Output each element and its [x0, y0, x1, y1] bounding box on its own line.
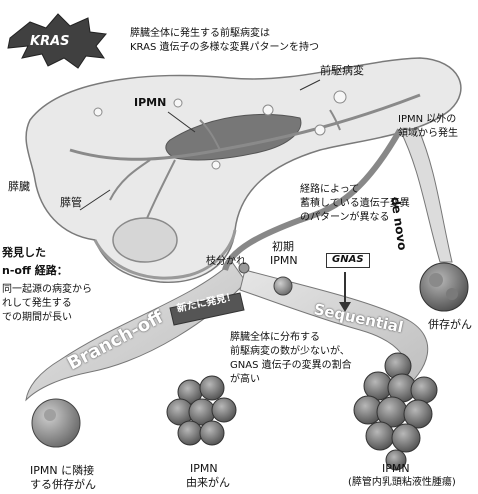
left-partial-line-2: n-off 経路：	[2, 264, 68, 278]
route-text-line-1: 経路によって	[300, 184, 359, 197]
bottom-left-line-1: IPMN に隣接	[30, 464, 94, 478]
bottom-right-line-1: IPMN	[382, 462, 410, 476]
ipmn-tumor-cluster	[354, 353, 437, 470]
adjacent-cancer-cell	[32, 399, 80, 447]
left-partial-line-3: 同一起源の病変から	[2, 284, 92, 297]
early-ipmn-line-1: 初期	[272, 240, 294, 254]
left-partial-line-1: 発見した	[2, 246, 46, 260]
bottom-right-line-2: (膵管内乳頭粘液性腫瘍)	[348, 477, 456, 490]
concomitant-cancer-cell	[420, 263, 468, 311]
early-ipmn-line-2: IPMN	[270, 254, 298, 268]
left-partial-line-4: れして発生する	[2, 298, 72, 311]
ipmn-derived-cancer-cluster	[167, 376, 236, 445]
duct-label: 膵管	[60, 196, 82, 210]
pancreas-label: 膵臓	[8, 180, 30, 194]
concomitant-cancer-label: 併存がん	[428, 318, 472, 332]
bottom-left-line-2: する併存がん	[30, 478, 96, 492]
left-partial-line-5: での期間が長い	[2, 312, 72, 325]
kras-badge: KRAS	[30, 34, 70, 50]
precursor-label: 前駆病変	[320, 64, 364, 78]
ipmn-top-label: IPMN	[134, 96, 166, 110]
center-text-line-2: 前駆病変の数が少ないが、	[230, 346, 350, 359]
outside-ipmn-line-1: IPMN 以外の	[398, 114, 456, 127]
center-text-line-3: GNAS 遺伝子の変異の割合	[230, 360, 352, 373]
intro-line-2: KRAS 遺伝子の多様な変異パターンを持つ	[130, 42, 319, 55]
bottom-mid-line-1: IPMN	[190, 462, 218, 476]
branch-point-label: 枝分かれ	[206, 256, 246, 269]
center-text-line-1: 膵臓全体に分布する	[230, 332, 320, 345]
gnas-label: GNAS	[326, 253, 370, 268]
route-text-line-3: のパターンが異なる	[300, 212, 390, 225]
bottom-mid-line-2: 由来がん	[186, 476, 230, 490]
duct-head	[113, 218, 177, 262]
early-ipmn-cell	[274, 277, 292, 295]
center-text-line-4: が高い	[230, 374, 260, 387]
outside-ipmn-line-2: 領域から発生	[398, 128, 458, 141]
intro-line-1: 膵臓全体に発生する前駆病変は	[130, 28, 270, 41]
route-text-line-2: 蓄積している遺伝子変異	[300, 198, 410, 211]
